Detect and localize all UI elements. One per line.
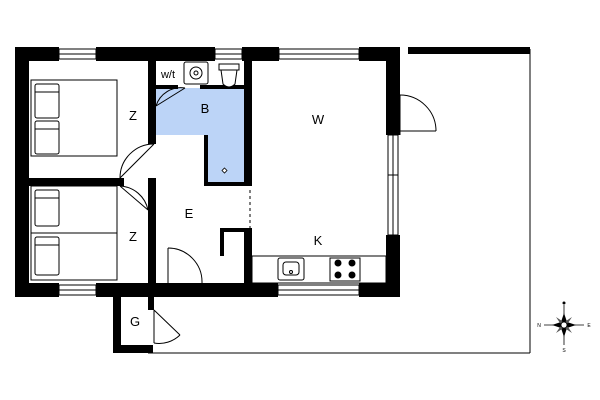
exterior-walls <box>15 47 400 353</box>
interior-walls <box>29 61 252 283</box>
compass-west-label: N <box>537 323 541 329</box>
room-label-bathroom: B <box>201 101 210 116</box>
beds <box>30 79 118 281</box>
bathroom-blue-area <box>154 88 246 183</box>
compass-rose-icon <box>544 301 584 345</box>
room-label-kitchen: K <box>314 233 323 248</box>
room-label-entrance: E <box>185 206 194 221</box>
stove <box>329 257 361 282</box>
bathroom-fixtures <box>183 61 240 174</box>
room-label-bedroom-top: Z <box>129 108 137 123</box>
kitchen-counter <box>251 255 387 284</box>
room-label-bedroom-bottom: Z <box>129 229 137 244</box>
compass-south-label: S <box>562 348 566 354</box>
room-label-garage: G <box>130 314 140 329</box>
compass-east-label: E <box>587 323 591 329</box>
doors <box>119 87 437 344</box>
room-label-toilet: w/t <box>160 69 175 81</box>
room-label-living: W <box>312 112 325 127</box>
terrace-edge <box>408 47 530 54</box>
windows <box>58 48 399 296</box>
